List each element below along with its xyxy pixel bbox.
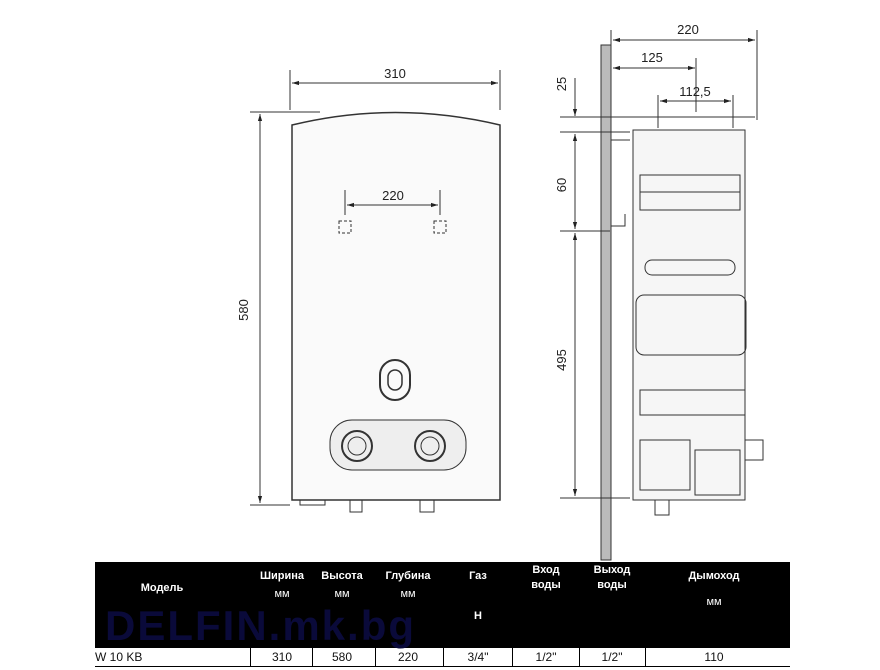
header-depth-unit: мм: [400, 588, 416, 600]
knob-right: [414, 430, 446, 462]
header-flue-unit: мм: [706, 596, 722, 608]
width-dim-label: 310: [384, 66, 406, 81]
cell-depth: 220: [397, 650, 419, 664]
cell-water-in: 1/2": [535, 650, 557, 664]
header-water-out-2: воды: [597, 579, 627, 591]
cell-flue: 110: [704, 650, 724, 664]
cell-width: 310: [271, 650, 293, 664]
header-water-in: Вход: [532, 564, 560, 576]
cell-gas: 3/4": [467, 650, 489, 664]
table-row: W 10 KB 310 580 220 3/4" 1/2" 1/2" 110: [95, 648, 790, 667]
depth-dim-label: 220: [677, 22, 699, 37]
cell-water-out: 1/2": [601, 650, 623, 664]
dim-495-label: 495: [554, 349, 569, 371]
dim-125-label: 125: [641, 50, 663, 65]
header-water-out: Выход: [593, 564, 631, 576]
spec-table: DELFIN.mk.bg Модель Ширина мм Высота мм …: [95, 562, 790, 667]
table-header: DELFIN.mk.bg Модель Ширина мм Высота мм …: [95, 562, 790, 648]
header-width-unit: мм: [274, 588, 290, 600]
knob-left: [341, 430, 373, 462]
dimension-labels: 310 580 220 220 125 112,5 25 60 495: [236, 22, 711, 371]
header-height: Высота: [321, 570, 363, 582]
cell-height: 580: [331, 650, 353, 664]
header-water-in-2: воды: [531, 579, 561, 591]
header-gas-unit: Н: [474, 610, 482, 622]
header-gas: Газ: [469, 570, 487, 582]
dim-60-label: 60: [554, 178, 569, 192]
dim-25-label: 25: [554, 77, 569, 91]
dim-112-5-label: 112,5: [679, 84, 711, 99]
header-depth: Глубина: [385, 570, 431, 582]
header-width: Ширина: [259, 570, 305, 582]
cell-model: W 10 KB: [95, 650, 143, 664]
header-height-unit: мм: [334, 588, 350, 600]
height-dim-label: 580: [236, 299, 251, 321]
header-model: Модель: [140, 582, 184, 594]
mount-dim-label: 220: [382, 188, 404, 203]
side-view: [560, 30, 764, 561]
front-view: [250, 70, 501, 513]
watermark: DELFIN.mk.bg: [105, 602, 417, 649]
header-flue: Дымоход: [688, 570, 740, 582]
viewing-window: [379, 359, 411, 401]
